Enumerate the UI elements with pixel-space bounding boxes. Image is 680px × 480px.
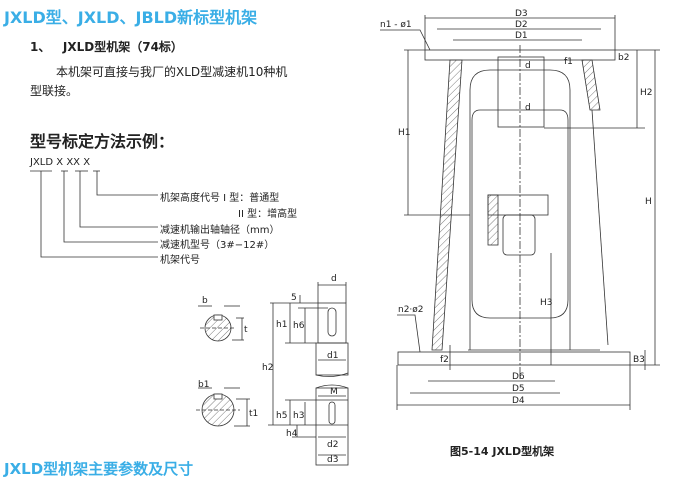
- model-code: JXLD X XX X: [30, 157, 90, 168]
- label-h4: h4: [286, 429, 298, 439]
- label-f1: f1: [564, 57, 573, 67]
- label-h5: h5: [276, 411, 287, 421]
- label-b1: b1: [198, 380, 209, 390]
- label-m: M: [330, 387, 338, 397]
- label-five: 5: [291, 293, 297, 303]
- page-title: JXLD型、JXLD、JBLD新标型机架: [4, 8, 258, 27]
- paragraph-line-2: 型联接。: [30, 84, 79, 98]
- label-b: b: [202, 296, 208, 306]
- shaft-section-2: [196, 387, 250, 427]
- label-h1: h1: [276, 320, 287, 330]
- label-shaft-diameter: 减速机输出轴轴径（mm）: [160, 225, 280, 236]
- label-d2: D2: [515, 20, 528, 30]
- label-height-code-2: II 型：增高型: [238, 209, 298, 220]
- label-d1: d1: [327, 351, 338, 361]
- code-prefix: JXLD: [30, 157, 54, 168]
- label-d: d: [331, 274, 337, 284]
- model-heading: 型号标定方法示例：: [30, 132, 175, 151]
- code-part-2: XX: [66, 157, 81, 168]
- label-d4: D4: [512, 396, 525, 406]
- label-h2: h2: [262, 363, 273, 373]
- paragraph-line-1: 本机架可直接与我厂的XLD型减速机10种机: [56, 65, 288, 79]
- label-h1: H1: [398, 128, 411, 138]
- label-d3: D3: [515, 9, 528, 19]
- code-part-1: X: [56, 157, 64, 168]
- label-b2: b2: [618, 53, 629, 63]
- frame-drawing: [380, 15, 660, 410]
- label-f2: f2: [440, 355, 449, 365]
- label-h3: h3: [293, 411, 304, 421]
- label-n2: n2·ø2: [398, 305, 424, 315]
- shaft-labels: b t b1 t1 d 5 h1 h6 h2 d1 Mh5 h3 h4 d2 d3: [198, 274, 338, 465]
- footer-heading: JXLD型机架主要参数及尺寸: [4, 460, 194, 478]
- label-h6: h6: [293, 321, 305, 331]
- label-frame-code: 机架代号: [160, 255, 200, 266]
- label-d5: D5: [512, 384, 525, 394]
- model-code-leaders: [30, 170, 158, 258]
- label-t: t: [244, 325, 248, 335]
- label-da: d: [525, 61, 531, 71]
- label-d1: D1: [515, 31, 528, 41]
- section-number: 1、: [30, 40, 51, 54]
- figure-caption: 图5-14 JXLD型机架: [450, 445, 555, 458]
- label-d6: D6: [512, 372, 525, 382]
- label-d3: d3: [327, 455, 338, 465]
- shaft-section-1: [198, 305, 244, 342]
- section-heading: 1、 JXLD型机架（74标）: [30, 38, 183, 55]
- label-d2: d2: [327, 440, 338, 450]
- label-height-code: 机架高度代号 I 型：普通型: [160, 193, 280, 204]
- shaft-elevation: [268, 282, 349, 466]
- label-reducer-model: 减速机型号（3#−12#）: [160, 240, 275, 251]
- label-h3: H3: [540, 298, 553, 308]
- section-title: JXLD型机架（74标）: [62, 40, 183, 54]
- label-db: d: [525, 103, 531, 113]
- label-n1: n1 - ø1: [380, 20, 412, 30]
- label-h2: H2: [640, 88, 653, 98]
- label-t1: t1: [249, 409, 258, 419]
- label-b3: B3: [633, 355, 645, 365]
- code-part-3: X: [83, 157, 91, 168]
- label-h: H: [645, 197, 652, 207]
